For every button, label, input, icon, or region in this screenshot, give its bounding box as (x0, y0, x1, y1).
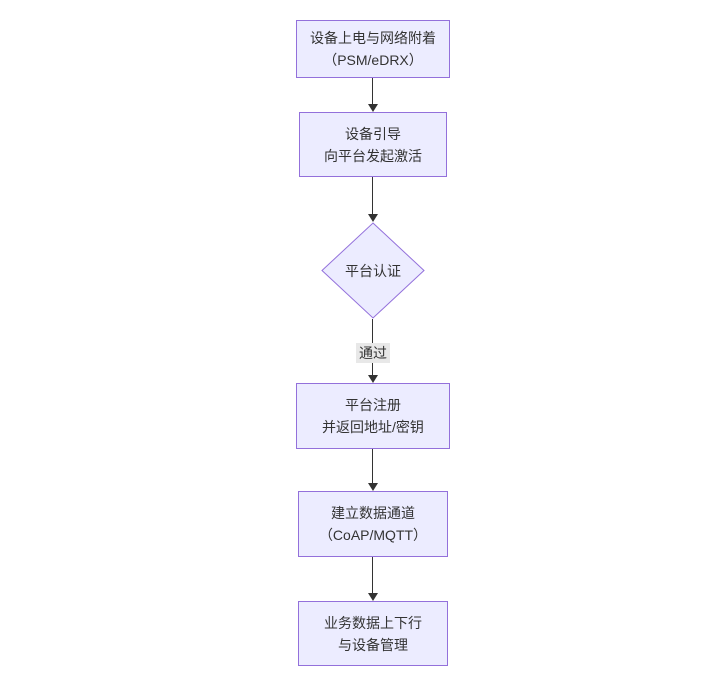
node-platform-register-line2: 并返回地址/密钥 (322, 419, 424, 435)
node-platform-register-line1: 平台注册 (345, 397, 401, 413)
edge-line-2 (372, 177, 373, 215)
node-bootstrap-line1: 设备引导 (345, 125, 401, 142)
decision-platform-auth: 平台认证 (321, 222, 425, 319)
edge-line-1 (372, 78, 373, 105)
edge-label-pass: 通过 (356, 343, 390, 363)
diamond-shape (321, 222, 425, 319)
node-business-data-line1: 业务数据上下行 (324, 614, 422, 631)
node-data-channel-line1: 建立数据通道 (331, 505, 415, 521)
node-business-data-line2: 与设备管理 (338, 636, 408, 653)
arrowhead-icon-1 (368, 104, 378, 112)
node-power-attach: 设备上电与网络附着 （PSM/eDRX） (296, 20, 450, 78)
arrowhead-icon-5 (368, 593, 378, 601)
node-data-channel: 建立数据通道 （CoAP/MQTT） (298, 491, 448, 557)
edge-line-5 (372, 557, 373, 594)
arrowhead-icon-3 (368, 375, 378, 383)
edge-line-4 (372, 449, 373, 484)
node-platform-register: 平台注册 并返回地址/密钥 (296, 383, 450, 449)
decision-platform-auth-label: 平台认证 (345, 262, 401, 279)
node-power-attach-line2: （PSM/eDRX） (323, 52, 423, 68)
arrowhead-icon-4 (368, 483, 378, 491)
arrowhead-icon-2 (368, 214, 378, 222)
node-power-attach-line1: 设备上电与网络附着 (310, 30, 436, 46)
node-bootstrap-line2: 向平台发起激活 (324, 147, 422, 164)
node-data-channel-line2: （CoAP/MQTT） (318, 527, 428, 543)
node-bootstrap: 设备引导 向平台发起激活 (299, 112, 447, 177)
node-business-data: 业务数据上下行 与设备管理 (298, 601, 448, 666)
